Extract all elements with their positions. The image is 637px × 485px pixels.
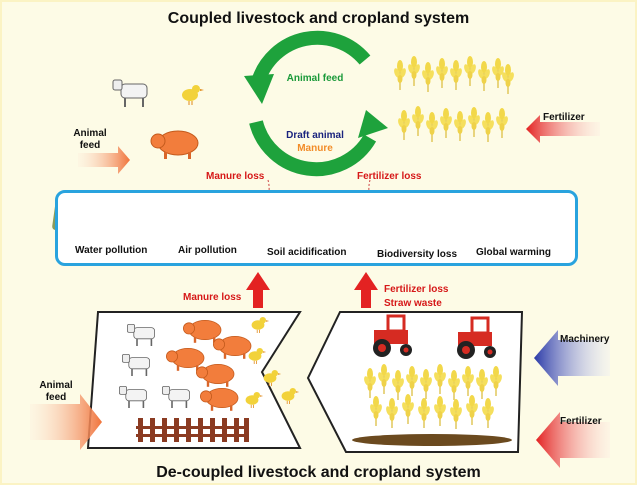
soil-strip [352, 434, 512, 446]
cycle-arrows [244, 30, 388, 177]
pig-icon [150, 130, 199, 160]
animal-feed-arrow-bottom [30, 394, 102, 450]
machinery-label: Machinery [560, 334, 610, 345]
fence-icon [136, 418, 249, 442]
cycle-animal-feed-label: Animal feed [286, 73, 344, 84]
fertilizer-arrow-bottom [536, 412, 610, 468]
cycle-draft-animal-label: Draft animal [286, 130, 344, 141]
biodiversity-loss-label: Biodiversity loss [377, 249, 458, 260]
bottom-manure-loss-label: Manure loss [183, 292, 242, 303]
soil-acidification-label: Soil acidification [267, 247, 347, 258]
top-animal-feed-label: Animal feed [73, 128, 107, 151]
bottom-title: De-coupled livestock and cropland system [156, 464, 481, 481]
environmental-impacts-box [55, 190, 578, 266]
fertilizer-arrow-top [526, 115, 600, 143]
bottom-fertilizer-loss-label: Fertilizer loss [384, 284, 449, 295]
wheat-field-top [392, 55, 516, 143]
global-warming-label: Global warming [476, 247, 552, 258]
bottom-animal-feed-label: Animal feed [39, 380, 73, 403]
top-fertilizer-label: Fertilizer [543, 112, 585, 123]
top-manure-loss-label: Manure loss [206, 171, 265, 182]
fertilizer-loss-arrow-up [354, 272, 378, 308]
chick-icon [181, 84, 205, 106]
machinery-arrow [534, 330, 610, 386]
cow-icon [112, 79, 148, 108]
animal-feed-arrow-top [78, 146, 130, 174]
bottom-fertilizer-label: Fertilizer [560, 416, 602, 427]
manure-loss-arrow-up [246, 272, 270, 308]
water-pollution-label: Water pollution [75, 245, 148, 256]
top-title: Coupled livestock and cropland system [167, 10, 470, 27]
air-pollution-label: Air pollution [178, 245, 237, 256]
top-fertilizer-loss-label: Fertilizer loss [357, 171, 422, 182]
cycle-manure-label: Manure [297, 143, 333, 154]
bottom-straw-waste-label: Straw waste [384, 298, 442, 309]
